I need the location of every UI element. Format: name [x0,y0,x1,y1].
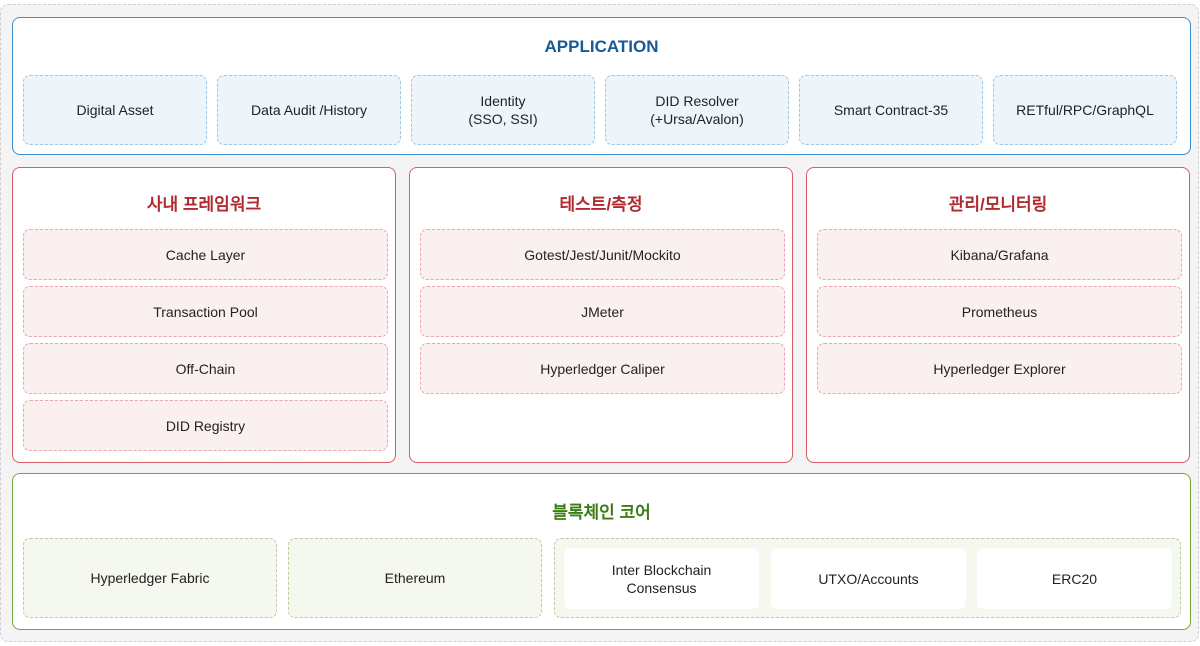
monitoring-item-prometheus: Prometheus [817,286,1182,337]
app-item-identity: Identity (SSO, SSI) [411,75,595,145]
monitoring-item-kibana: Kibana/Grafana [817,229,1182,280]
monitoring-panel: 관리/모니터링 Kibana/Grafana Prometheus Hyperl… [806,167,1190,463]
app-item-digital-asset: Digital Asset [23,75,207,145]
core-item-hyperledger-fabric: Hyperledger Fabric [23,538,277,618]
testing-item-jmeter: JMeter [420,286,785,337]
core-group: Inter Blockchain Consensus UTXO/Accounts… [554,538,1181,618]
core-group-item-inter-blockchain: Inter Blockchain Consensus [564,548,759,609]
testing-item-unit-tests: Gotest/Jest/Junit/Mockito [420,229,785,280]
framework-item-off-chain: Off-Chain [23,343,388,394]
framework-item-transaction-pool: Transaction Pool [23,286,388,337]
framework-item-cache-layer: Cache Layer [23,229,388,280]
framework-item-did-registry: DID Registry [23,400,388,451]
core-group-item-erc20: ERC20 [977,548,1172,609]
testing-item-caliper: Hyperledger Caliper [420,343,785,394]
app-item-api: RETful/RPC/GraphQL [993,75,1177,145]
framework-title: 사내 프레임워크 [146,195,262,214]
architecture-diagram: APPLICATION Digital Asset Data Audit /Hi… [0,4,1199,642]
testing-panel: 테스트/측정 Gotest/Jest/Junit/Mockito JMeter … [409,167,793,463]
app-item-did-resolver: DID Resolver (+Ursa/Avalon) [605,75,789,145]
framework-panel: 사내 프레임워크 Cache Layer Transaction Pool Of… [12,167,396,463]
app-item-smart-contract: Smart Contract-35 [799,75,983,145]
monitoring-item-explorer: Hyperledger Explorer [817,343,1182,394]
application-panel: APPLICATION Digital Asset Data Audit /Hi… [12,17,1191,155]
core-panel: 블록체인 코어 Hyperledger Fabric Ethereum Inte… [12,473,1191,630]
app-item-data-audit: Data Audit /History [217,75,401,145]
core-group-item-utxo: UTXO/Accounts [771,548,966,609]
core-item-ethereum: Ethereum [288,538,542,618]
application-title: APPLICATION [544,37,659,56]
monitoring-title: 관리/모니터링 [948,195,1048,214]
core-title: 블록체인 코어 [552,503,651,522]
testing-title: 테스트/측정 [559,195,643,214]
